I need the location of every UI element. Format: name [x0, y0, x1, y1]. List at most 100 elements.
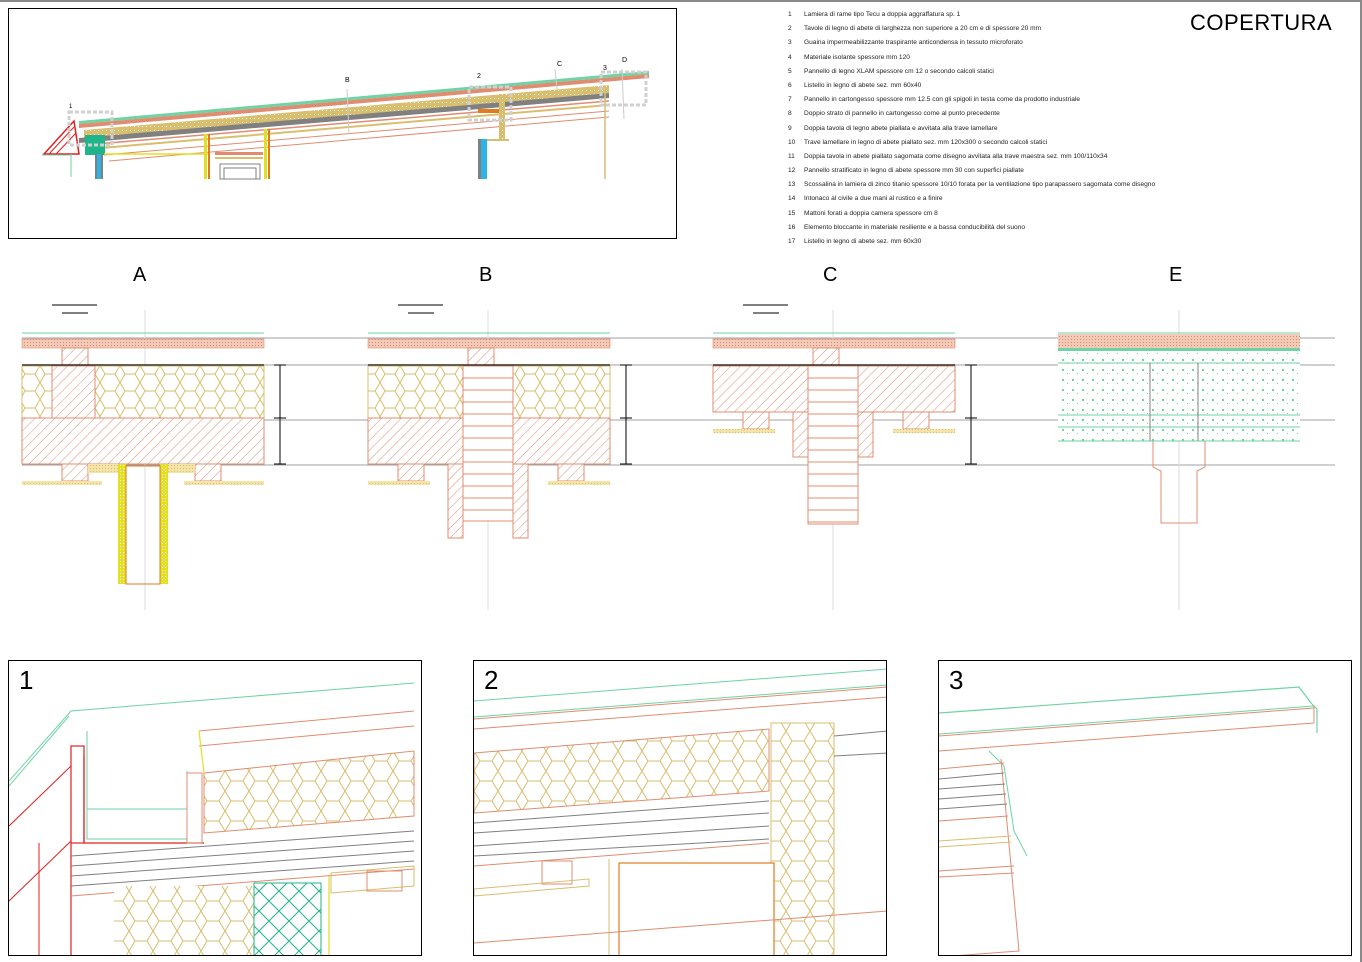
detail-panel-3: 3: [938, 660, 1352, 956]
board-9: [512, 463, 529, 539]
callout-box-1: [67, 110, 114, 147]
batten-6: [397, 463, 425, 482]
plaster-14: [118, 464, 126, 584]
board-9: [447, 463, 464, 539]
batten-6: [194, 463, 222, 482]
batten-6: [557, 463, 585, 482]
detail-panel-1: 1: [8, 660, 422, 956]
legend-item-text: Scossalina in lamiera di zinco titanio s…: [804, 181, 1156, 189]
batten-6: [812, 347, 840, 366]
board-9: [857, 411, 874, 458]
legend-item-number: 9: [788, 124, 792, 132]
legend-item-text: Lamiera di rame tipo Tecu a doppia aggra…: [804, 11, 961, 18]
sheet-border-right: [1360, 0, 1362, 962]
plaster-14: [160, 464, 168, 584]
materials-legend: 1 Lamiera di rame tipo Tecu a doppia aggr…: [788, 10, 1218, 251]
legend-item: 2 Tavole di legno di abete di larghezza n…: [788, 24, 1218, 38]
board-9: [792, 411, 809, 458]
legend-item: 7 Pannello in cartongesso spessore mm 12.…: [788, 95, 1218, 109]
plasterboard-7: [368, 481, 430, 485]
legend-item: 12 Pannello stratificato in legno di abet…: [788, 166, 1218, 180]
callout-label-1: 1: [69, 104, 73, 110]
detail-number-3: 3: [949, 665, 964, 695]
legend-item: 13 Scossalina in lamiera di zinco titanio…: [788, 180, 1218, 194]
callout-label-B: B: [345, 77, 350, 84]
batten-6: [902, 411, 930, 430]
legend-item-number: 4: [788, 53, 792, 61]
legend-item-number: 7: [788, 96, 792, 104]
legend-item-text: Doppia tavola di legno abete piallata e …: [804, 124, 998, 132]
legend-item-text: Trave lamellare in legno di abete pialla…: [804, 138, 1048, 146]
plasterboard-7: [893, 429, 955, 433]
legend-item-number: 6: [788, 81, 792, 89]
legend-item-number: 11: [788, 152, 795, 160]
boarding-layer: [1058, 334, 1300, 348]
xlam-panel-5: [21, 417, 265, 465]
walls-and-window: [204, 87, 606, 180]
section-label-A: A: [133, 264, 147, 286]
legend-item-text: Guaina impermeabilizzante traspirante an…: [804, 39, 1023, 47]
legend-item-text: Pannello in cartongesso spessore mm 12.5…: [804, 96, 1080, 104]
roof-slope-layers: [79, 71, 649, 162]
legend-item-number: 14: [788, 195, 796, 203]
plasterboard-7: [22, 481, 102, 485]
legend-item-number: 13: [788, 181, 796, 189]
legend-item-text: Intonaco al civile a due mani al rustico…: [804, 195, 943, 203]
legend-item-text: Pannello di legno XLAM spessore cm 12 o …: [804, 67, 994, 75]
plasterboard-8: [162, 464, 195, 473]
brick-15: [125, 465, 161, 585]
section-label-B: B: [479, 264, 493, 286]
legend-item-number: 5: [788, 67, 792, 75]
legend-item-number: 17: [788, 238, 796, 245]
detail-number-2: 2: [484, 665, 499, 695]
callout-label-D: D: [622, 57, 628, 64]
legend-item-number: 3: [788, 39, 792, 47]
detail-number-1: 1: [19, 665, 34, 695]
legend-item: 17 Listello in legno di abete sez. mm 60x…: [788, 237, 1218, 251]
batten-16: [51, 365, 96, 419]
legend-item-number: 1: [788, 11, 792, 18]
section-label-E: E: [1169, 264, 1183, 286]
detail-1-drawing: [9, 682, 415, 955]
legend-item-number: 12: [788, 167, 796, 175]
legend-item: 5 Pannello di legno XLAM spessore cm 12 o…: [788, 67, 1218, 81]
plasterboard-7: [184, 481, 264, 485]
legend-item: 4 Materiale isolante spessore mm 120: [788, 53, 1218, 67]
legend-item-text: Listello in legno di abete sez. mm 60x40: [804, 81, 922, 89]
legend-item-text: Pannello stratificato in legno di abete …: [804, 167, 1024, 175]
legend-item-text: Materiale isolante spessore mm 120: [804, 53, 910, 61]
legend-item: 11 Doppia tavola in abete piallato sagoma…: [788, 152, 1218, 166]
overview-section-panel: 1 B 2 C 3 D: [8, 8, 677, 239]
detail-panel-2: 2: [473, 660, 887, 956]
batten-6: [742, 411, 770, 430]
section-label-C: C: [823, 264, 838, 286]
legend-item-number: 15: [788, 209, 796, 217]
overview-drawing: [42, 68, 649, 180]
legend-item-text: Doppio strato di pannello in cartongesso…: [804, 110, 1000, 118]
beam-outline: [1152, 441, 1206, 524]
legend-item-text: Mattoni forati a doppia camera spessore …: [804, 209, 938, 217]
callout-leaders: [346, 68, 625, 135]
legend-item-text: Tavole di legno di abete di larghezza no…: [804, 25, 1042, 33]
detail-2-drawing: [474, 668, 886, 955]
plasterboard-7: [713, 429, 775, 433]
legend-item: 15 Mattoni forati a doppia camera spessor…: [788, 209, 1218, 223]
legend-item-number: 2: [788, 25, 792, 33]
legend-item: 1 Lamiera di rame tipo Tecu a doppia aggr…: [788, 10, 1218, 24]
legend-item: 14 Intonaco al civile a due mani al rusti…: [788, 194, 1218, 208]
batten-6: [61, 463, 89, 482]
legend-item: 8 Doppio strato di pannello in cartongess…: [788, 109, 1218, 123]
plasterboard-8: [88, 464, 118, 473]
batten-6: [61, 347, 89, 366]
legend-item-number: 8: [788, 110, 792, 118]
callout-label-3: 3: [603, 65, 607, 72]
boarding-layer: [712, 338, 956, 349]
boarding-layer: [21, 338, 265, 349]
legend-item-text: Listello in legno di abete sez. mm 60x30: [804, 238, 922, 245]
callout-label-2: 2: [477, 73, 481, 80]
insulation-layer: [1058, 351, 1300, 441]
legend-item-number: 16: [788, 223, 796, 231]
legend-item-text: Doppia tavola in abete piallato sagomata…: [804, 152, 1108, 160]
